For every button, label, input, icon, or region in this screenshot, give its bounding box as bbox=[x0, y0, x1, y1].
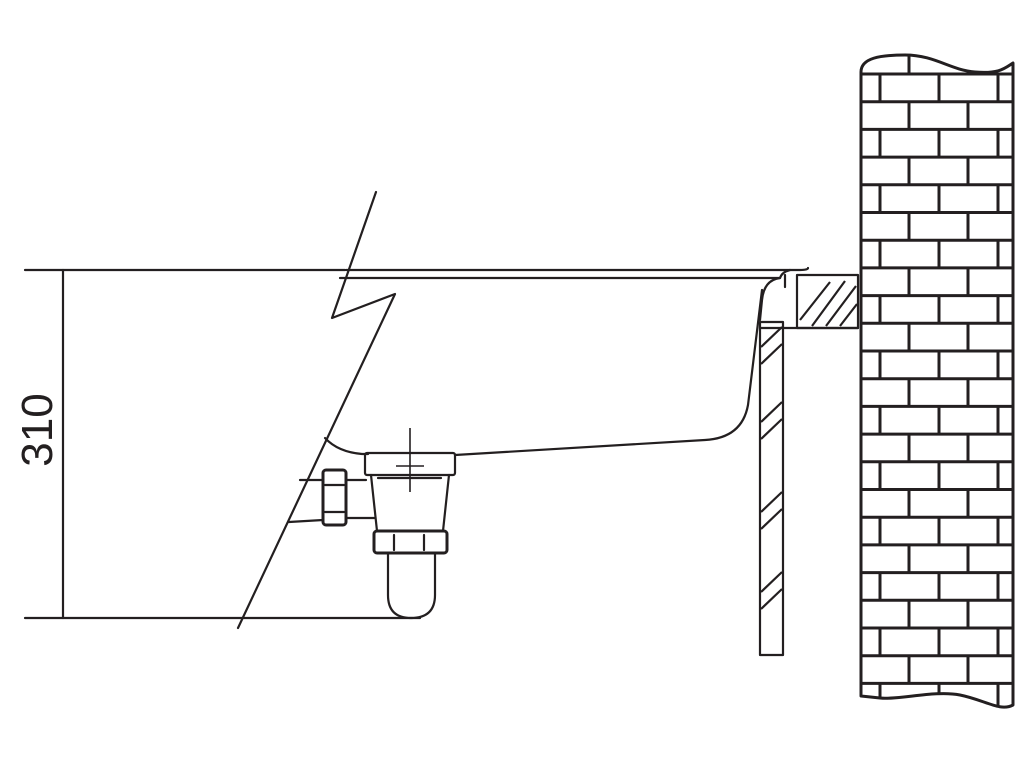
overflow-nut bbox=[321, 468, 348, 527]
hatch-line bbox=[760, 326, 783, 348]
cabinet-panel bbox=[758, 320, 785, 657]
hatch-line bbox=[760, 491, 783, 513]
trap-nut bbox=[372, 529, 449, 555]
basin-wall bbox=[453, 288, 764, 457]
basin-corner bbox=[323, 436, 370, 456]
hatch-line bbox=[839, 303, 858, 327]
panel-hatch bbox=[760, 326, 783, 610]
height-dimension: 310 bbox=[13, 268, 422, 620]
u-trap bbox=[386, 551, 437, 620]
brick-pattern bbox=[861, 55, 1013, 708]
hatch-line bbox=[760, 588, 783, 610]
drain-trap bbox=[287, 428, 457, 620]
hatch-line bbox=[760, 343, 783, 365]
hatch-line bbox=[825, 285, 857, 327]
sink-rim-edge bbox=[758, 276, 782, 322]
wall-outline bbox=[859, 53, 1015, 709]
hatch-line bbox=[760, 571, 783, 593]
hatch-line bbox=[760, 418, 783, 440]
sink-basin bbox=[323, 266, 810, 457]
worktop-section bbox=[758, 273, 860, 330]
worktop-block bbox=[795, 273, 860, 330]
hatch-line bbox=[811, 280, 846, 327]
hatch-line bbox=[760, 508, 783, 530]
brick-wall bbox=[859, 53, 1015, 709]
sink-rim-bottom bbox=[338, 268, 792, 280]
hatch-line bbox=[799, 281, 831, 321]
hatch-line bbox=[760, 401, 783, 423]
cabinet-side-panel bbox=[758, 320, 785, 657]
drain-tail bbox=[369, 473, 451, 533]
overflow-pipe bbox=[287, 518, 325, 524]
dimension-label: 310 bbox=[13, 393, 62, 466]
worktop-hatch bbox=[799, 280, 858, 327]
sink-rim-top bbox=[344, 266, 810, 272]
break-line bbox=[236, 190, 397, 630]
